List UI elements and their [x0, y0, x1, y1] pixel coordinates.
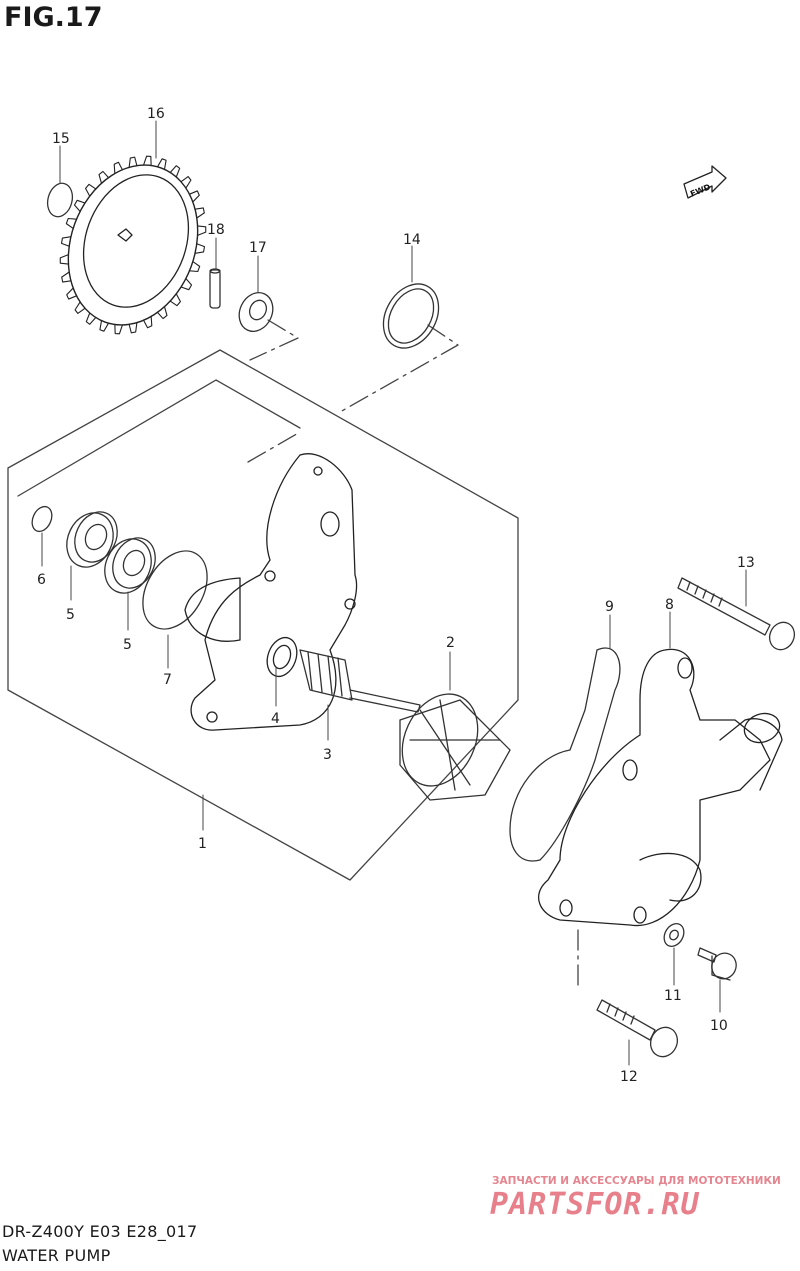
bolt-part-13: [677, 577, 796, 651]
callout-1: 1: [198, 836, 207, 852]
sprocket-tooth: [180, 176, 192, 189]
callout-2: 2: [446, 635, 455, 651]
sprocket-tooth: [66, 287, 78, 300]
oring-part-7: [142, 550, 208, 630]
sprocket-part-16: [59, 155, 207, 335]
callout-9: 9: [605, 599, 614, 615]
sprocket-tooth: [196, 225, 207, 236]
callout-5b: 5: [123, 637, 132, 653]
sprocket-tooth: [169, 165, 181, 178]
watermark-logo: PARTSFOR.RU: [490, 1187, 700, 1222]
sprocket-tooth: [60, 236, 72, 247]
gasket-part-9: [509, 647, 621, 862]
callout-11: 11: [664, 988, 682, 1004]
leader-lines: [247, 319, 579, 991]
section-name: WATER PUMP: [2, 1246, 111, 1265]
sprocket-tooth: [128, 322, 138, 334]
bearing-part-5a: [66, 511, 118, 568]
sprocket-tooth: [61, 271, 72, 283]
bolt-part-12: [596, 999, 679, 1058]
bearing-part-5b: [104, 537, 156, 594]
figure-title: FIG.17: [4, 2, 103, 33]
bolt-part-10: [697, 947, 737, 981]
sprocket-tooth: [98, 170, 110, 184]
sprocket-tooth: [99, 320, 110, 332]
sprocket-tooth: [113, 161, 123, 175]
callout-7: 7: [163, 672, 172, 688]
circlip-part-15: [46, 182, 74, 218]
impeller-part-2: [399, 693, 511, 801]
callout-14: 14: [403, 232, 421, 248]
callout-5a: 5: [66, 607, 75, 623]
callout-15: 15: [52, 131, 70, 147]
callout-leaders: [41, 120, 747, 1066]
assembly-outline: [7, 349, 519, 881]
callout-17: 17: [249, 240, 267, 256]
assembly-outline-inner: [17, 379, 301, 497]
washer-part-17: [238, 292, 274, 332]
callout-10: 10: [710, 1018, 728, 1034]
callout-6: 6: [37, 572, 46, 588]
sprocket-tooth: [59, 254, 70, 265]
model-code: DR-Z400Y E03 E28_017: [2, 1222, 198, 1241]
sprocket-tooth: [188, 190, 200, 203]
sprocket-tooth: [143, 155, 152, 167]
callout-12: 12: [620, 1069, 638, 1085]
seal-part-3: [299, 649, 421, 713]
sprocket-tooth: [74, 301, 86, 314]
sprocket-tooth: [128, 156, 138, 168]
sprocket-tooth: [188, 260, 201, 273]
forward-direction-badge: FWD: [683, 165, 727, 199]
sprocket-tooth: [85, 312, 97, 325]
sprocket-tooth: [143, 315, 153, 329]
sprocket-tooth: [73, 199, 86, 213]
sprocket-tooth: [194, 207, 205, 219]
sprocket-tooth: [156, 158, 167, 170]
pump-case: [184, 453, 358, 731]
pump-cover-part-8: [538, 648, 783, 927]
sprocket-tooth: [180, 277, 193, 291]
sprocket-tooth: [194, 243, 206, 254]
sprocket-tooth: [114, 323, 123, 335]
callout-18: 18: [207, 222, 225, 238]
washer-part-11: [663, 923, 685, 947]
callout-13: 13: [737, 555, 755, 571]
callout-4: 4: [271, 711, 280, 727]
oring-part-14: [382, 283, 440, 349]
sprocket-tooth: [156, 306, 168, 320]
watermark-tagline: ЗАПЧАСТИ И АКСЕССУАРЫ ДЛЯ МОТОТЕХНИКИ: [492, 1175, 781, 1187]
callout-8: 8: [665, 597, 674, 613]
sprocket-tooth: [65, 217, 78, 230]
callout-3: 3: [323, 747, 332, 763]
sprocket-tooth: [169, 293, 181, 307]
circlip-part-6: [31, 505, 53, 533]
callout-16: 16: [147, 106, 165, 122]
pin-part-18: [209, 268, 221, 309]
sprocket-tooth: [85, 183, 97, 197]
